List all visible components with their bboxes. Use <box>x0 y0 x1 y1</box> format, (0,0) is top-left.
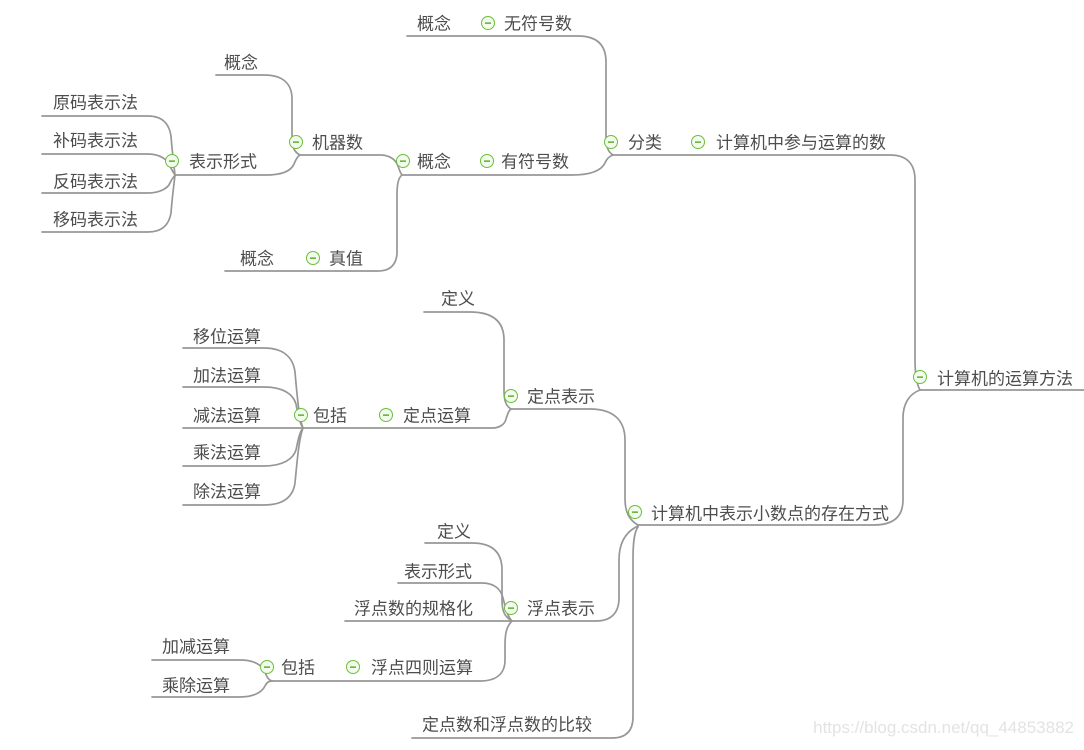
collapse-icon-fixed-repr[interactable]: − <box>504 389 518 403</box>
topic-float-def[interactable]: 定义 <box>437 522 471 542</box>
topic-inverse-code[interactable]: 反码表示法 <box>53 172 138 192</box>
edge-fixed-op <box>302 408 512 429</box>
topic-true-value[interactable]: 真值 <box>329 249 363 269</box>
edge-float-def <box>424 542 513 622</box>
edge-muldiv-op <box>151 680 273 698</box>
edge-repr-form <box>174 154 301 176</box>
edge-signed-number <box>401 154 614 176</box>
edge-decimal-repr <box>637 389 921 526</box>
topic-complement-code[interactable]: 补码表示法 <box>53 131 138 151</box>
collapse-icon-unsigned-number[interactable]: − <box>481 16 495 30</box>
topic-machine-number[interactable]: 机器数 <box>312 133 363 153</box>
topic-comparison[interactable]: 定点数和浮点数的比较 <box>422 715 592 735</box>
topic-include-fixed[interactable]: 包括 <box>313 406 347 426</box>
topic-addsub-op[interactable]: 加减运算 <box>162 637 230 657</box>
edge-concept-machine <box>215 74 301 156</box>
edge-float-repr <box>511 525 639 622</box>
collapse-icon-classification[interactable]: − <box>604 135 618 149</box>
topic-sub-op[interactable]: 减法运算 <box>193 406 261 426</box>
edge-float-arith <box>271 620 513 682</box>
topic-div-op[interactable]: 除法运算 <box>193 482 261 502</box>
topic-include-float[interactable]: 包括 <box>281 658 315 678</box>
topic-concept-true-value[interactable]: 概念 <box>240 249 274 269</box>
edge-numbers-in-computation <box>612 154 921 391</box>
edge-mul-op <box>182 427 304 467</box>
collapse-icon-numbers-in-computation[interactable]: − <box>691 135 705 149</box>
collapse-icon-root[interactable]: − <box>913 370 927 384</box>
edge-comparison <box>411 526 639 739</box>
edge-fixed-def <box>423 311 512 410</box>
collapse-icon-machine-number[interactable]: − <box>289 135 303 149</box>
csdn-watermark: https://blog.csdn.net/qq_44853882 <box>813 718 1074 737</box>
collapse-icon-include-fixed[interactable]: − <box>294 408 308 422</box>
collapse-icon-decimal-repr[interactable]: − <box>628 505 642 519</box>
topic-add-op[interactable]: 加法运算 <box>193 366 261 386</box>
topic-float-form[interactable]: 表示形式 <box>404 562 472 582</box>
topic-muldiv-op[interactable]: 乘除运算 <box>162 676 230 696</box>
collapse-icon-float-arith[interactable]: − <box>346 660 360 674</box>
collapse-icon-true-value[interactable]: − <box>306 251 320 265</box>
topic-float-arith[interactable]: 浮点四则运算 <box>371 658 473 678</box>
edge-float-form <box>397 582 513 622</box>
topic-mul-op[interactable]: 乘法运算 <box>193 443 261 463</box>
topic-decimal-repr[interactable]: 计算机中表示小数点的存在方式 <box>651 504 889 524</box>
collapse-icon-float-repr[interactable]: − <box>504 601 518 615</box>
topic-float-norm[interactable]: 浮点数的规格化 <box>354 599 473 619</box>
collapse-icon-concept-signed[interactable]: − <box>396 154 410 168</box>
topic-float-repr[interactable]: 浮点表示 <box>527 599 595 619</box>
topic-fixed-repr[interactable]: 定点表示 <box>527 387 595 407</box>
topic-concept-machine[interactable]: 概念 <box>224 53 258 73</box>
topic-concept-unsigned[interactable]: 概念 <box>417 14 451 34</box>
topic-true-code[interactable]: 原码表示法 <box>53 93 138 113</box>
topic-fixed-op[interactable]: 定点运算 <box>403 406 471 426</box>
edge-true-value <box>224 174 403 272</box>
edge-offset-code <box>41 174 176 233</box>
collapse-icon-signed-number[interactable]: − <box>480 154 494 168</box>
edge-unsigned-number <box>406 35 614 156</box>
topic-unsigned-number[interactable]: 无符号数 <box>504 14 572 34</box>
topic-shift-op[interactable]: 移位运算 <box>193 327 261 347</box>
collapse-icon-fixed-op[interactable]: − <box>379 408 393 422</box>
topic-numbers-in-computation[interactable]: 计算机中参与运算的数 <box>716 133 886 153</box>
topic-root[interactable]: 计算机的运算方法 <box>937 369 1073 389</box>
edge-inverse-code <box>41 174 176 194</box>
edge-div-op <box>182 427 304 506</box>
collapse-icon-repr-form[interactable]: − <box>165 154 179 168</box>
topic-classification[interactable]: 分类 <box>628 133 662 153</box>
collapse-icon-include-float[interactable]: − <box>260 660 274 674</box>
topic-concept-signed[interactable]: 概念 <box>417 152 451 172</box>
edge-fixed-repr <box>510 408 639 526</box>
topic-offset-code[interactable]: 移码表示法 <box>53 210 138 230</box>
edge-machine-number <box>299 154 403 176</box>
edge-add-op <box>182 386 304 429</box>
topic-repr-form[interactable]: 表示形式 <box>189 152 257 172</box>
topic-signed-number[interactable]: 有符号数 <box>501 152 569 172</box>
topic-fixed-def[interactable]: 定义 <box>441 289 475 309</box>
